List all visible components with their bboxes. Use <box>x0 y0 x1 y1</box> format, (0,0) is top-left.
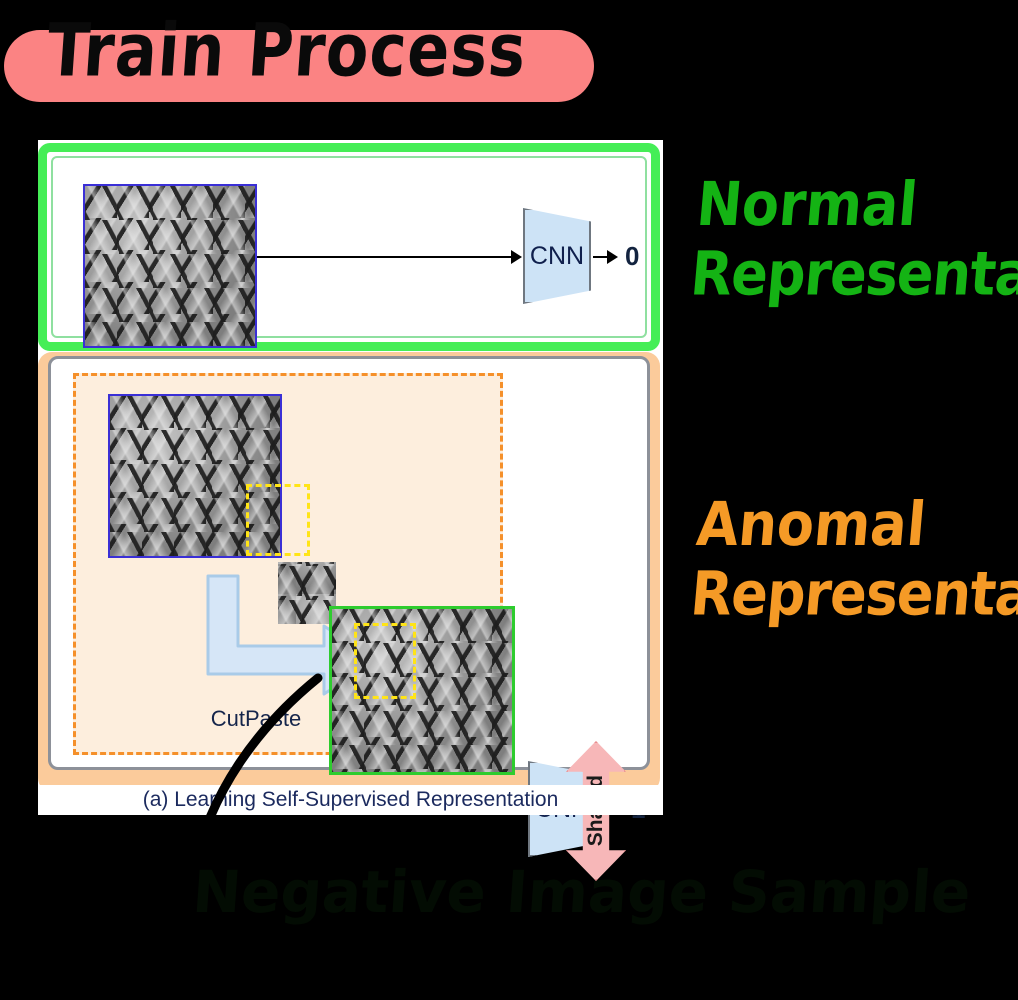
normal-input-arrow-line <box>257 256 513 258</box>
source-grid-texture-image <box>108 394 310 558</box>
normal-panel-inner-frame: CNN 0 <box>51 156 647 348</box>
anomalous-grid-texture-image <box>329 606 515 775</box>
cut-patch-texture-image <box>278 562 336 624</box>
source-crop-box <box>246 484 310 556</box>
cnn-block-normal <box>523 208 591 304</box>
anomal-annotation-line2: Representation <box>687 558 1018 629</box>
normal-output-arrow-line <box>593 256 609 258</box>
anomal-representation-annotation: Anomal Representation <box>687 488 1018 629</box>
anomal-representation-panel: CutPaste CNN 1 Shared <box>38 352 660 881</box>
page-title: Train Process <box>44 7 530 94</box>
normal-representation-annotation: Normal Representation <box>687 168 1018 309</box>
figure-card: CNN 0 CutPaste <box>38 140 663 881</box>
normal-input-arrow-head <box>511 250 522 264</box>
normal-annotation-line2: Representation <box>687 238 1018 309</box>
normal-annotation-line1: Normal <box>693 168 921 240</box>
cnn-block-normal-label: CNN <box>529 242 585 270</box>
cutpaste-dashed-region: CutPaste <box>73 373 515 775</box>
anomal-panel-inner-frame: CutPaste CNN 1 Shared <box>48 356 650 881</box>
anomal-annotation-line1: Anomal <box>693 488 929 560</box>
normal-representation-panel: CNN 0 <box>38 143 660 351</box>
normal-output-label: 0 <box>625 241 640 271</box>
title-pill <box>4 30 594 102</box>
normal-output-arrow-head <box>607 250 618 264</box>
normal-grid-texture-image <box>83 184 257 348</box>
figure-caption: (a) Learning Self-Supervised Representat… <box>38 785 663 815</box>
bottom-annotation: Negative Image Sample <box>190 858 973 926</box>
handdrawn-pointer-curve <box>187 673 323 880</box>
pasted-patch-box <box>354 623 416 699</box>
